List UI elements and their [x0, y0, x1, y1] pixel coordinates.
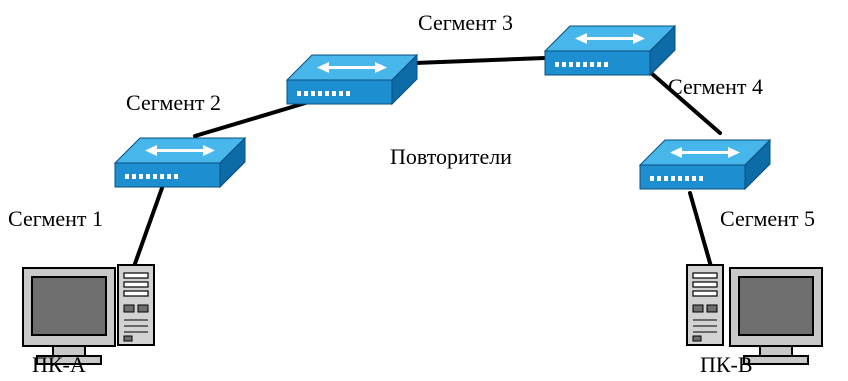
center-label: Повторители	[390, 144, 512, 169]
segment-label-2: Сегмент 2	[126, 90, 221, 115]
cable-segment-2	[193, 99, 314, 138]
repeater-icon	[113, 136, 247, 189]
repeater-icon	[285, 53, 419, 106]
monitor-icon	[729, 267, 823, 365]
computer-icon	[22, 264, 155, 365]
repeater-icon	[543, 24, 677, 77]
cable-segment-5	[688, 191, 714, 272]
segment-label-4: Сегмент 4	[668, 74, 763, 99]
pc-b-label: ПК-В	[700, 352, 753, 377]
tower-icon	[686, 264, 724, 346]
segment-label-3: Сегмент 3	[418, 10, 513, 35]
repeater-icon	[638, 138, 772, 191]
tower-icon	[117, 264, 155, 346]
cable-segment-3	[413, 56, 547, 65]
cable-segment-1	[130, 186, 164, 274]
computer-icon	[686, 264, 823, 365]
monitor-icon	[22, 267, 116, 365]
cables	[130, 56, 722, 274]
cable-segment-4	[648, 70, 722, 135]
segment-label-1: Сегмент 1	[8, 206, 103, 231]
pc-a-label: ПК-А	[32, 352, 86, 377]
segment-label-5: Сегмент 5	[720, 206, 815, 231]
